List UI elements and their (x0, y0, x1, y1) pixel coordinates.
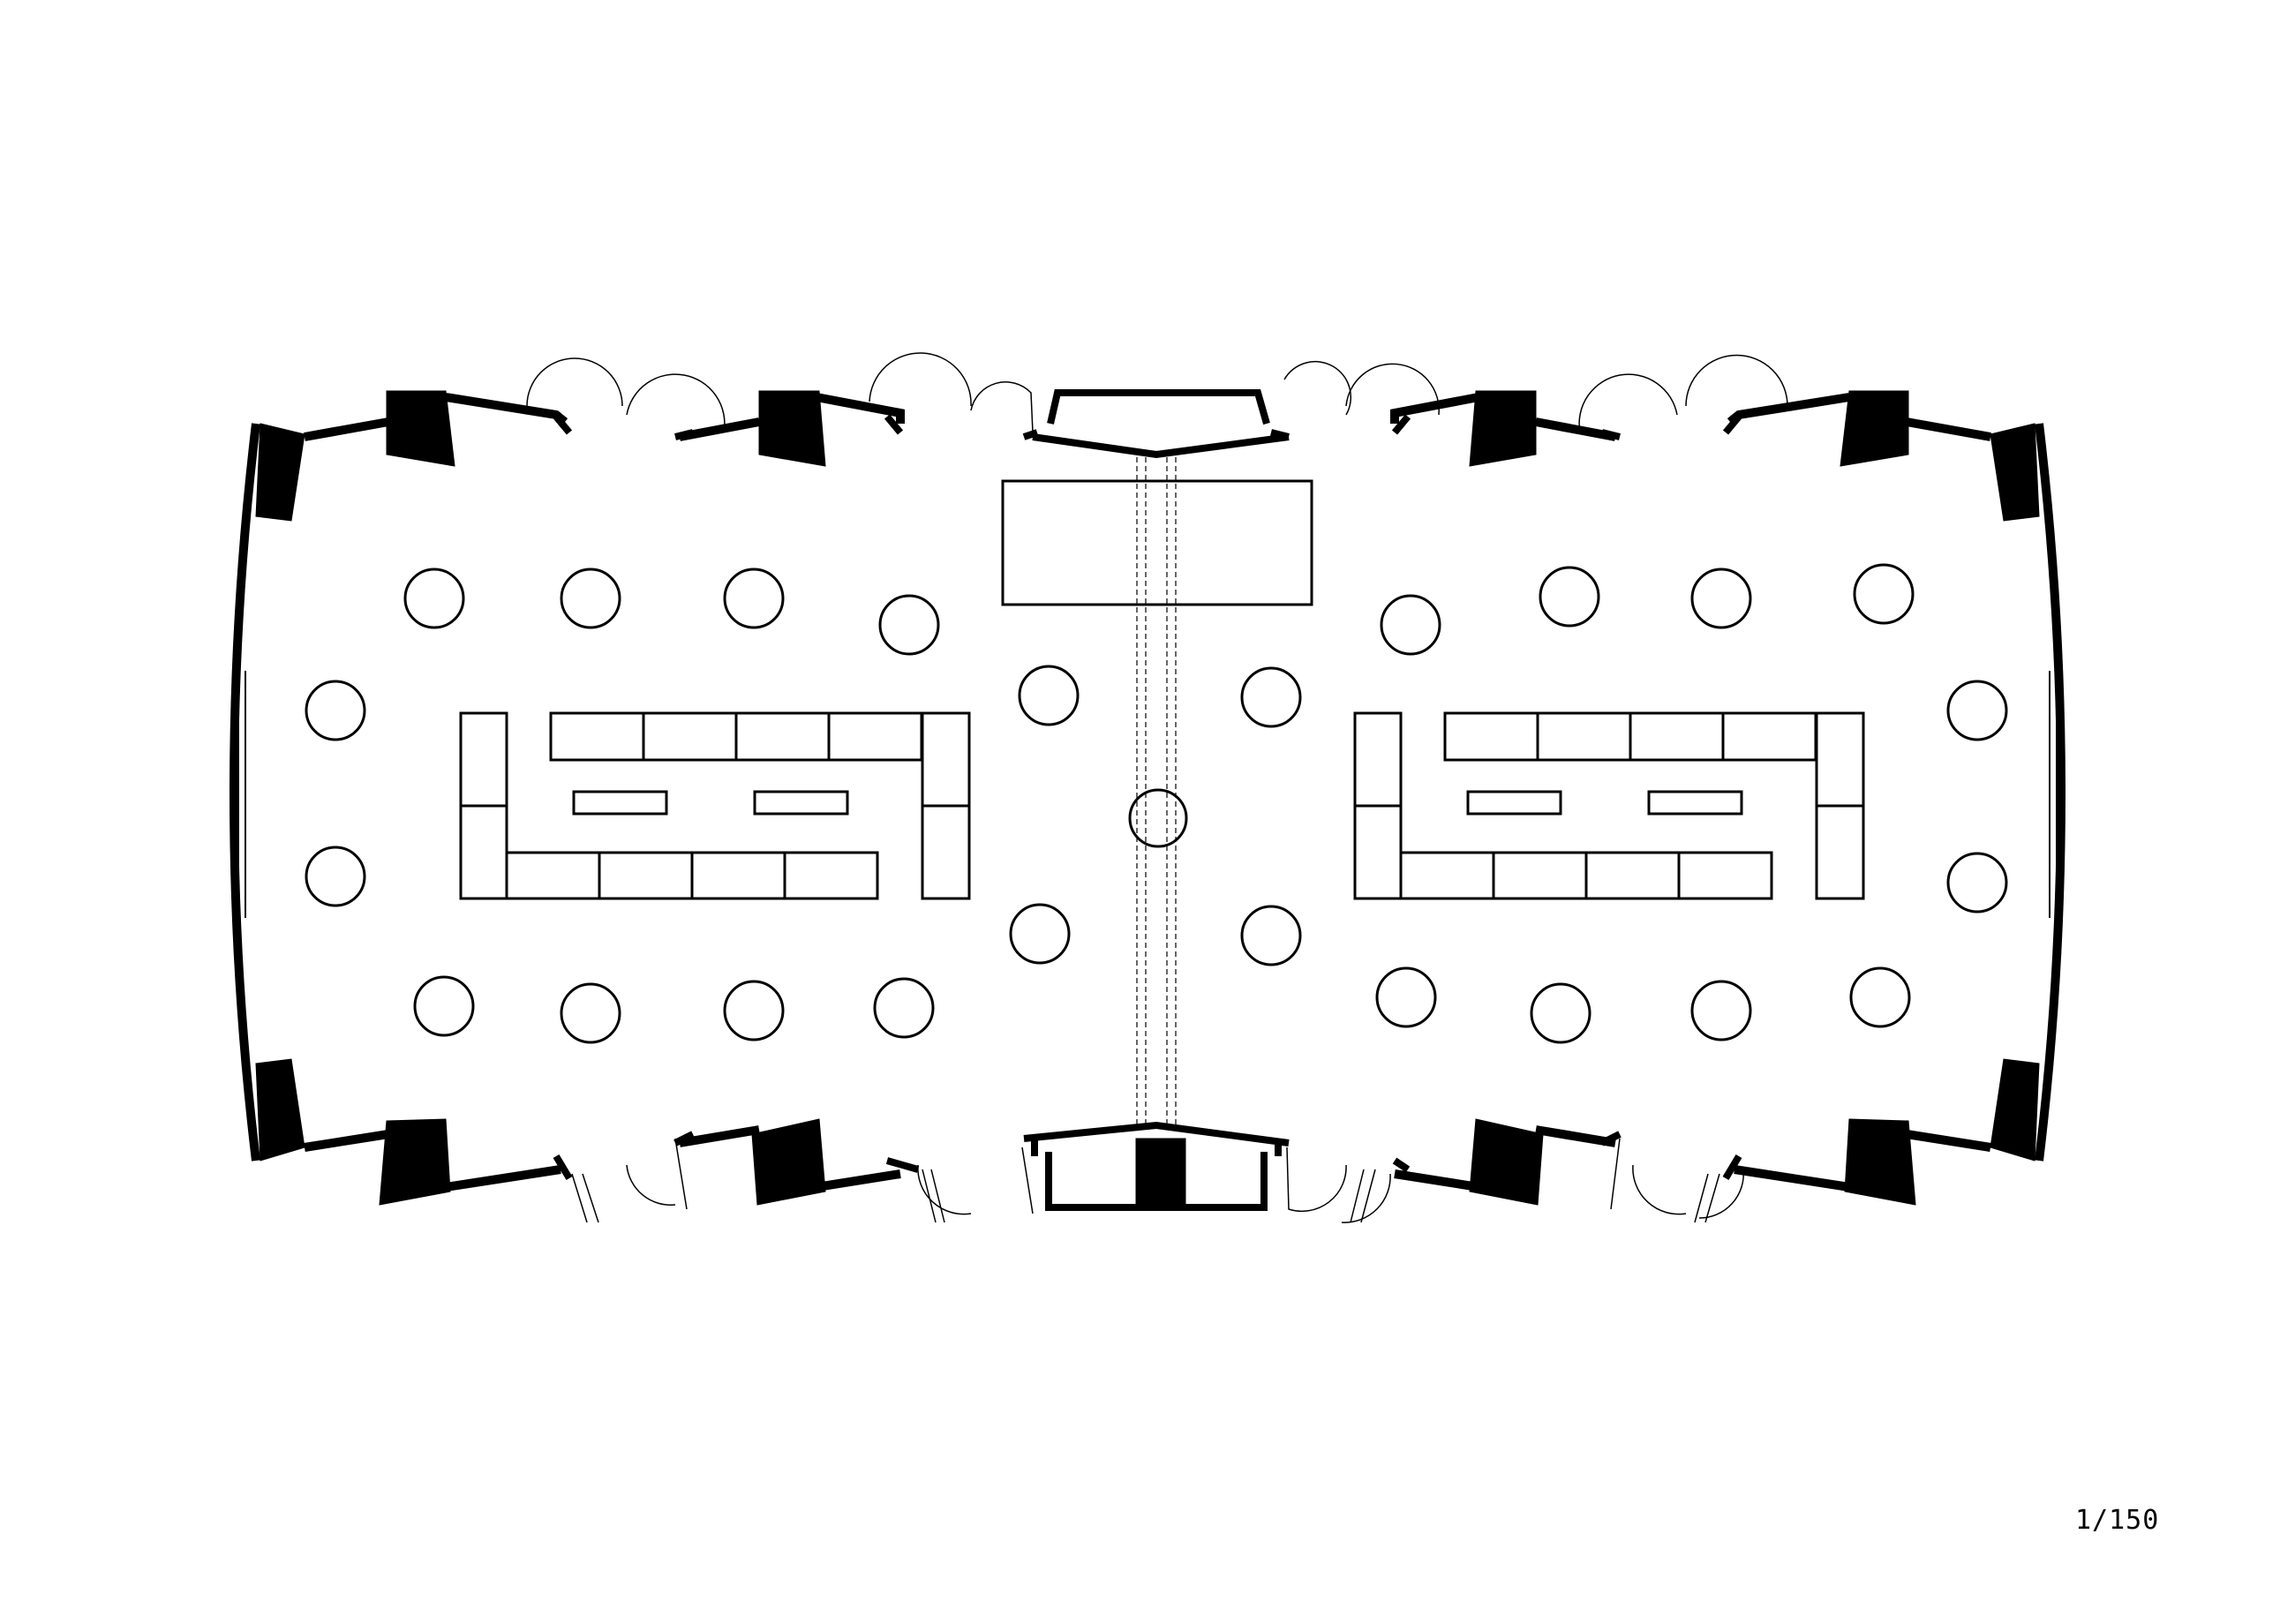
buffet-tables-left (459, 711, 971, 900)
central-axis-lines (1136, 457, 1177, 1125)
pier-bottom-right (1990, 1058, 2040, 1162)
central-round-table (1128, 788, 1188, 848)
pier-bottom-left (255, 1058, 305, 1162)
outer-wall-right (2035, 423, 2066, 1162)
stage-table (1001, 479, 1313, 606)
bottom-facade-walls (304, 1118, 1991, 1206)
bottom-entrance (1023, 1121, 1290, 1211)
round-tables-left (305, 568, 1080, 1044)
outer-wall-left (230, 423, 260, 1162)
pier-top-right (1990, 423, 2040, 522)
top-doors (526, 352, 1788, 440)
pier-top-left (255, 423, 305, 522)
top-entrance (1022, 389, 1290, 459)
round-tables-right (1240, 563, 2008, 1044)
scale-label: 1/150 (2075, 1505, 2160, 1536)
buffet-tables-right (1353, 711, 1865, 900)
bottom-doors (553, 1131, 1744, 1223)
